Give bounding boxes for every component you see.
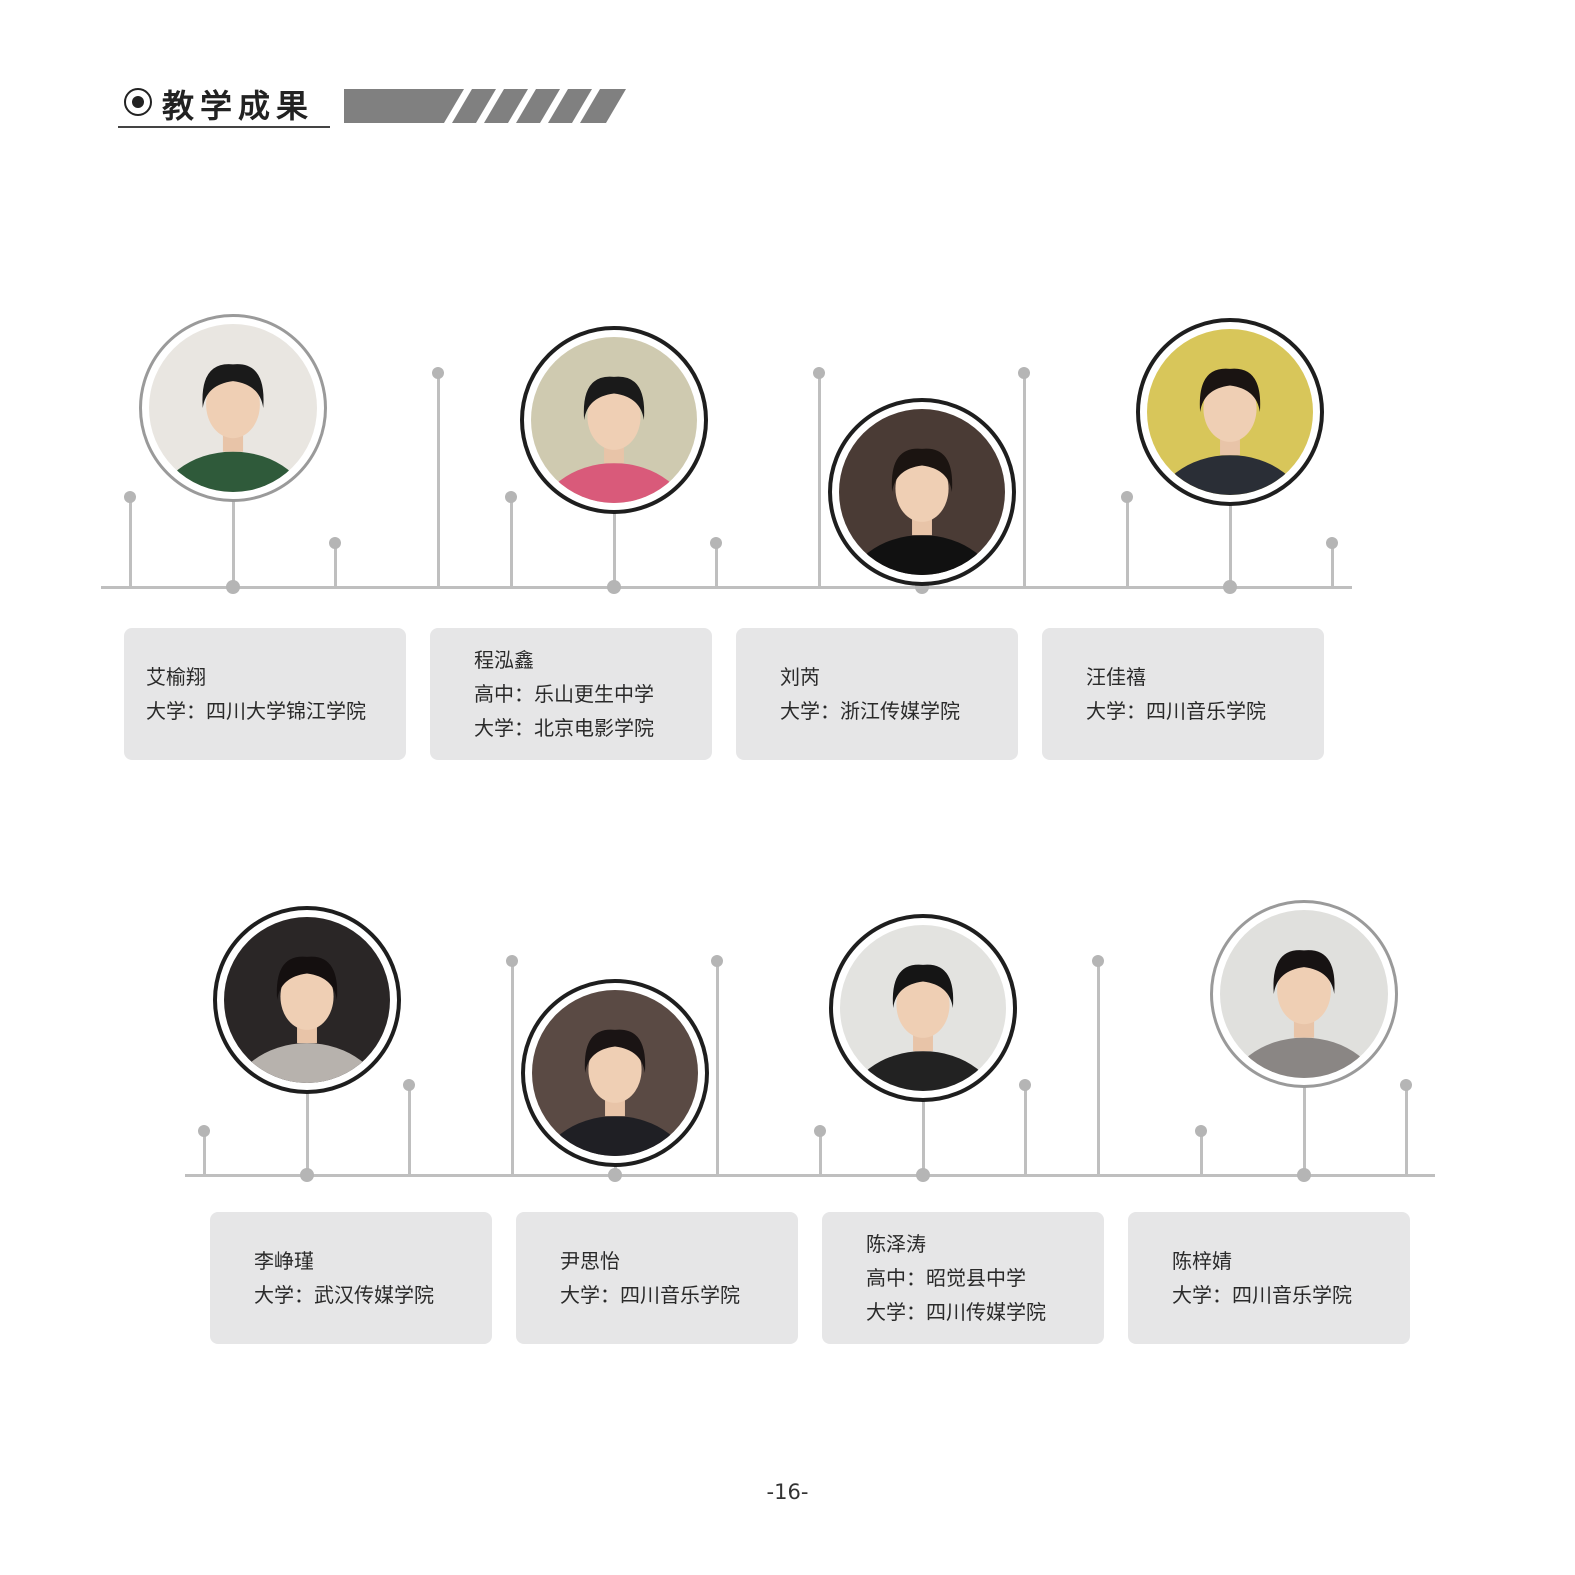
student-portrait <box>828 398 1016 586</box>
student-school: 大学：四川音乐学院 <box>1172 1283 1352 1307</box>
timeline-knob <box>1019 1079 1031 1091</box>
timeline-tick <box>1200 1131 1203 1175</box>
student-school: 大学：四川音乐学院 <box>1086 699 1266 723</box>
timeline-knob <box>432 367 444 379</box>
timeline-tick <box>408 1085 411 1175</box>
timeline-knob <box>813 367 825 379</box>
student-school: 大学：武汉传媒学院 <box>254 1283 434 1307</box>
student-school: 大学：四川大学锦江学院 <box>146 699 366 723</box>
page-number: -16- <box>766 1480 809 1504</box>
portrait-image <box>531 337 697 503</box>
student-portrait <box>139 314 327 502</box>
timeline-knob <box>1121 491 1133 503</box>
timeline-node <box>608 1168 622 1182</box>
student-card: 汪佳禧 大学：四川音乐学院 <box>1042 628 1324 760</box>
student-name: 刘芮 <box>780 665 820 689</box>
portrait-connector <box>1303 1086 1306 1175</box>
timeline-tick <box>1126 497 1129 587</box>
timeline-node <box>607 580 621 594</box>
student-card: 刘芮 大学：浙江传媒学院 <box>736 628 1018 760</box>
section-title: 教学成果 <box>162 87 315 125</box>
student-portrait <box>1136 318 1324 506</box>
timeline-tick <box>1023 373 1026 587</box>
timeline-node <box>1223 580 1237 594</box>
student-card: 陈梓婧 大学：四川音乐学院 <box>1128 1212 1410 1344</box>
student-card: 李峥瑾 大学：武汉传媒学院 <box>210 1212 492 1344</box>
timeline-node <box>226 580 240 594</box>
student-card: 陈泽涛 高中：昭觉县中学 大学：四川传媒学院 <box>822 1212 1104 1344</box>
student-portrait <box>521 979 709 1167</box>
timeline-axis <box>101 586 1352 589</box>
student-school: 大学：浙江传媒学院 <box>780 699 960 723</box>
timeline-axis <box>185 1174 1435 1177</box>
timeline-tick <box>1024 1085 1027 1175</box>
timeline-tick <box>715 543 718 587</box>
portrait-image <box>1147 329 1313 495</box>
timeline-tick <box>437 373 440 587</box>
student-school: 大学：四川音乐学院 <box>560 1283 740 1307</box>
timeline-knob <box>124 491 136 503</box>
timeline-knob <box>505 491 517 503</box>
timeline-tick <box>203 1131 206 1175</box>
portrait-image <box>840 925 1006 1091</box>
bullet-icon <box>124 88 152 116</box>
timeline-knob <box>403 1079 415 1091</box>
timeline-knob <box>814 1125 826 1137</box>
portrait-image <box>839 409 1005 575</box>
portrait-connector <box>922 1100 925 1175</box>
portrait-image <box>224 917 390 1083</box>
student-card: 程泓鑫 高中：乐山更生中学 大学：北京电影学院 <box>430 628 712 760</box>
student-portrait <box>520 326 708 514</box>
timeline-knob <box>710 537 722 549</box>
student-name: 陈梓婧 <box>1172 1249 1232 1273</box>
student-school: 高中：昭觉县中学 <box>866 1266 1026 1290</box>
timeline-tick <box>511 961 514 1175</box>
student-name: 汪佳禧 <box>1086 665 1146 689</box>
timeline-tick <box>510 497 513 587</box>
timeline-tick <box>334 543 337 587</box>
student-card: 尹思怡 大学：四川音乐学院 <box>516 1212 798 1344</box>
timeline-tick <box>1097 961 1100 1175</box>
student-school: 大学：四川传媒学院 <box>866 1300 1046 1324</box>
timeline-knob <box>1400 1079 1412 1091</box>
student-portrait <box>1210 900 1398 1088</box>
student-card: 艾榆翔 大学：四川大学锦江学院 <box>124 628 406 760</box>
timeline-knob <box>1092 955 1104 967</box>
student-school: 大学：北京电影学院 <box>474 716 654 740</box>
timeline-tick <box>818 373 821 587</box>
student-name: 陈泽涛 <box>866 1232 926 1256</box>
student-name: 程泓鑫 <box>474 648 534 672</box>
timeline-knob <box>1326 537 1338 549</box>
portrait-image <box>149 324 317 492</box>
portrait-connector <box>306 1092 309 1175</box>
timeline-node <box>1297 1168 1311 1182</box>
student-school: 高中：乐山更生中学 <box>474 682 654 706</box>
striped-decoration-bar <box>344 89 626 123</box>
portrait-connector <box>232 500 235 587</box>
timeline-tick <box>716 961 719 1175</box>
timeline-knob <box>506 955 518 967</box>
portrait-connector <box>1229 504 1232 587</box>
timeline-knob <box>1195 1125 1207 1137</box>
timeline-tick <box>1331 543 1334 587</box>
section-heading: 教学成果 <box>118 84 330 128</box>
student-name: 李峥瑾 <box>254 1249 314 1273</box>
timeline-tick <box>129 497 132 587</box>
timeline-node <box>300 1168 314 1182</box>
student-name: 艾榆翔 <box>146 665 206 689</box>
portrait-connector <box>613 512 616 587</box>
portrait-image <box>1220 910 1388 1078</box>
timeline-knob <box>1018 367 1030 379</box>
student-portrait <box>213 906 401 1094</box>
timeline-tick <box>819 1131 822 1175</box>
student-portrait <box>829 914 1017 1102</box>
portrait-image <box>532 990 698 1156</box>
student-name: 尹思怡 <box>560 1249 620 1273</box>
timeline-knob <box>711 955 723 967</box>
timeline-tick <box>1405 1085 1408 1175</box>
timeline-knob <box>198 1125 210 1137</box>
timeline-node <box>916 1168 930 1182</box>
timeline-knob <box>329 537 341 549</box>
